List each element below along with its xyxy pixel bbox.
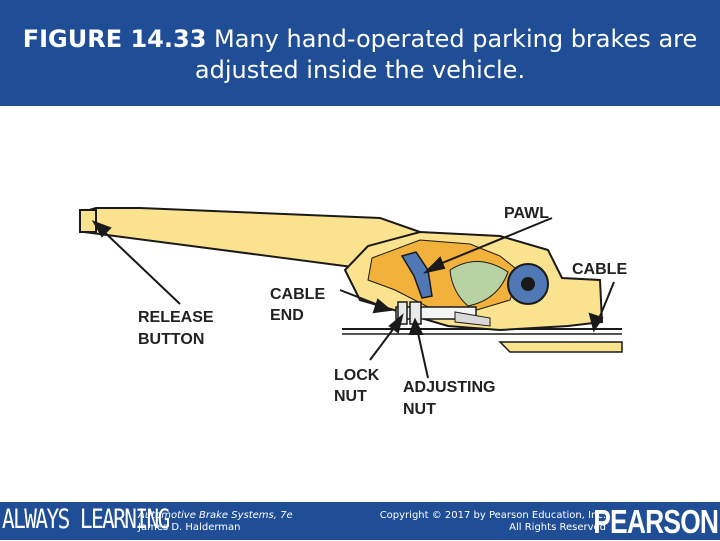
slide-header: FIGURE 14.33 Many hand-operated parking … [0, 0, 720, 106]
adjusting-nut-label-line1: ADJUSTING [403, 379, 495, 396]
release-arrow [97, 225, 181, 305]
author-name: James D. Halderman [138, 522, 241, 533]
cable-end-part [454, 311, 491, 327]
cable-housing-bottom [498, 341, 623, 353]
lock-nut-part [397, 301, 408, 325]
pawl-label: PAWL [504, 205, 549, 222]
always-learning-logo: ALWAYS LEARNING [2, 504, 170, 535]
cable-end-label-line2: END [270, 307, 304, 324]
book-title: Automotive Brake Systems, 7e [138, 510, 293, 521]
release-label-line2: BUTTON [138, 331, 204, 348]
release-label-line1: RELEASE [138, 309, 214, 326]
release-arrowhead [91, 220, 112, 238]
pearson-logo: PEARSON [593, 503, 719, 540]
cable-end-label-line1: CABLE [270, 286, 325, 303]
slide-footer: ALWAYS LEARNING Automotive Brake Systems… [0, 502, 720, 540]
cable-label: CABLE [572, 261, 627, 278]
adjusting-nut-arrowhead [408, 317, 424, 335]
return-spring [449, 261, 509, 307]
cable-end-arrowhead [372, 298, 393, 314]
cam-pivot [521, 277, 535, 291]
pawl-arrow [429, 217, 553, 269]
release-button-end [79, 209, 97, 233]
copyright-line2: All Rights Reserved [509, 522, 606, 533]
lock-nut-label-line1: LOCK [334, 367, 380, 384]
figure-caption: Many hand-operated parking brakes are ad… [194, 25, 698, 84]
adjusting-nut-label-line2: NUT [403, 401, 436, 418]
parking-brake-illustration: PAWL CABLE CABLE END RELEASE BUTTON LOCK… [79, 205, 627, 418]
pawl-arrowhead [422, 256, 446, 274]
parking-brake-diagram: PAWL CABLE CABLE END RELEASE BUTTON LOCK… [0, 106, 720, 502]
pawl-part [400, 251, 433, 299]
slide-title: FIGURE 14.33 Many hand-operated parking … [20, 24, 700, 86]
copyright-line1: Copyright © 2017 by Pearson Education, I… [379, 510, 606, 521]
figure-label: FIGURE 14.33 [22, 25, 207, 53]
lock-nut-label-line2: NUT [334, 388, 367, 405]
cable-arrowhead [588, 312, 604, 333]
lock-nut-arrowhead [388, 313, 404, 334]
